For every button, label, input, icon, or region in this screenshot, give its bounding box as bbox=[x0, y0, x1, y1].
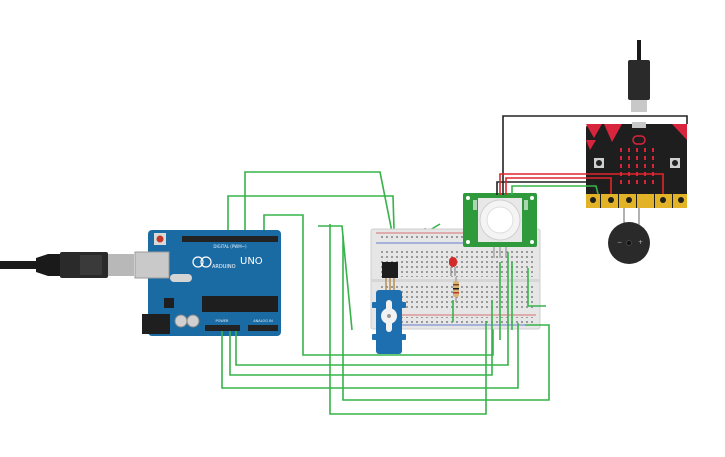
svg-text:−: − bbox=[617, 239, 622, 246]
usb-cable-boot bbox=[36, 254, 60, 276]
analog-header-label: ANALOG IN bbox=[253, 319, 273, 323]
arduino-power-header bbox=[205, 325, 240, 331]
pir-motion-sensor[interactable] bbox=[463, 193, 537, 258]
microbit-pin-gnd: GND bbox=[676, 188, 685, 193]
servo-wires bbox=[385, 278, 395, 292]
arduino-power-jack bbox=[142, 314, 170, 334]
microbit-board[interactable]: 0 1 2 3V GND bbox=[586, 40, 687, 208]
microbit-usb-cable bbox=[637, 40, 641, 60]
arduino-model-label: UNO bbox=[240, 256, 263, 267]
arduino-usb-port bbox=[134, 251, 170, 279]
piezo-buzzer[interactable]: − + bbox=[608, 208, 650, 264]
usb-cable bbox=[0, 261, 40, 269]
servo-connector bbox=[382, 262, 398, 278]
arduino-logo-text: ARDUINO bbox=[212, 264, 236, 270]
usb-plug-metal bbox=[108, 254, 134, 276]
red-led[interactable] bbox=[449, 257, 457, 276]
power-header-label: POWER bbox=[216, 319, 230, 323]
arduino-mcu-chip bbox=[202, 296, 278, 312]
servo-motor[interactable] bbox=[372, 262, 406, 354]
resistor[interactable] bbox=[453, 277, 459, 302]
microbit-pin-2: 2 bbox=[628, 188, 631, 193]
arduino-analog-header bbox=[248, 325, 278, 331]
arduino-uno-board[interactable]: DIGITAL (PWM~) ARDUINO UNO POWER ANALOG … bbox=[0, 230, 281, 336]
arduino-capacitor-1 bbox=[174, 314, 188, 328]
svg-text:+: + bbox=[638, 239, 643, 246]
microbit-usb-port bbox=[632, 122, 646, 128]
microbit-usb-plug bbox=[628, 60, 650, 100]
wires-foreground bbox=[221, 115, 688, 415]
digital-header-label: DIGITAL (PWM~) bbox=[213, 244, 247, 249]
arduino-capacitor-2 bbox=[186, 314, 200, 328]
arduino-digital-header bbox=[182, 236, 278, 242]
